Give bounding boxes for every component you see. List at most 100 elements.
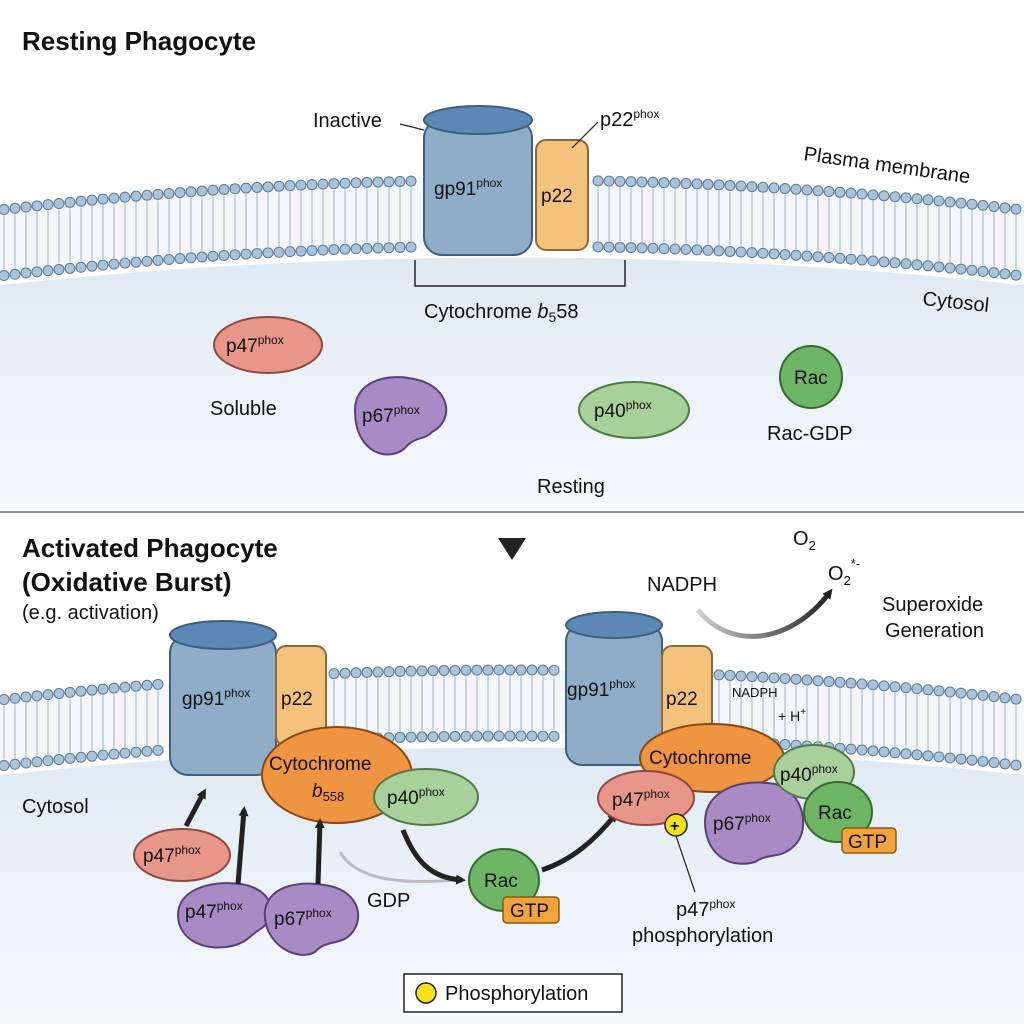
lipid-head bbox=[493, 730, 505, 742]
lipid-head bbox=[889, 681, 901, 693]
lipid-head bbox=[702, 178, 714, 190]
left-p67phox: p67phox bbox=[263, 882, 360, 956]
lipid-head bbox=[944, 262, 956, 274]
lipid-head bbox=[1010, 269, 1022, 281]
lipid-head bbox=[702, 244, 714, 256]
lipid-head bbox=[625, 176, 637, 188]
lipid-head bbox=[207, 250, 219, 262]
svg-text:p67phox: p67phox bbox=[274, 906, 332, 930]
lipid-head bbox=[0, 760, 10, 772]
p22phox-label: p22phox bbox=[600, 107, 659, 131]
lipid-head bbox=[999, 758, 1011, 770]
lipid-head bbox=[790, 673, 802, 685]
lipid-head bbox=[658, 177, 670, 189]
lipid-head bbox=[614, 241, 626, 253]
lipid-head bbox=[966, 198, 978, 210]
lipid-head bbox=[636, 242, 648, 254]
superoxide-line2: Generation bbox=[885, 620, 984, 642]
lipid-head bbox=[504, 730, 516, 742]
lipid-head bbox=[779, 673, 791, 685]
lipid-head bbox=[680, 177, 692, 189]
lipid-head bbox=[31, 756, 43, 768]
svg-text:p22: p22 bbox=[281, 689, 313, 710]
lipid-head bbox=[691, 244, 703, 256]
lipid-head bbox=[20, 757, 32, 769]
lipid-head bbox=[361, 242, 373, 254]
right-rac-gtp: Rac GTP bbox=[803, 781, 897, 854]
lipid-head bbox=[867, 745, 879, 757]
lipid-head bbox=[119, 191, 131, 203]
lipid-head bbox=[515, 730, 527, 742]
lipid-head bbox=[900, 258, 912, 270]
lipid-head bbox=[856, 744, 868, 756]
lipid-head bbox=[735, 180, 747, 192]
activated-panel: Activated Phagocyte (Oxidative Burst) (e… bbox=[0, 528, 1024, 1024]
svg-text:gp91phox: gp91phox bbox=[182, 686, 250, 710]
lipid-head bbox=[240, 182, 252, 194]
lipid-head bbox=[273, 180, 285, 192]
arrow-rac-to-assembled bbox=[541, 811, 618, 873]
o2-label: O2 bbox=[793, 528, 816, 553]
lipid-head bbox=[977, 689, 989, 701]
lipid-head bbox=[603, 241, 615, 253]
lipid-head bbox=[339, 243, 351, 255]
lipid-head bbox=[273, 246, 285, 258]
lipid-head bbox=[31, 690, 43, 702]
lipid-head bbox=[108, 682, 120, 694]
lipid-head bbox=[152, 254, 164, 266]
lipid-head bbox=[966, 688, 978, 700]
lipid-head bbox=[988, 267, 1000, 279]
lipid-head bbox=[933, 195, 945, 207]
lipid-head bbox=[64, 196, 76, 208]
lipid-head bbox=[801, 674, 813, 686]
lipid-head bbox=[405, 665, 417, 677]
lipid-head bbox=[86, 194, 98, 206]
svg-text:p47phox: p47phox bbox=[143, 843, 201, 867]
lipid-head bbox=[438, 665, 450, 677]
lipid-head bbox=[526, 730, 538, 742]
lipid-head bbox=[878, 256, 890, 268]
cytochrome-b558-label: Cytochrome b558 bbox=[424, 301, 579, 325]
activated-title-line1: Activated Phagocyte bbox=[22, 533, 278, 563]
lipid-head bbox=[537, 664, 549, 676]
lipid-head bbox=[526, 664, 538, 676]
lipid-head bbox=[405, 241, 417, 253]
lipid-head bbox=[889, 257, 901, 269]
lipid-head bbox=[482, 664, 494, 676]
gdp-release-arrow bbox=[338, 851, 456, 883]
lipid-head bbox=[867, 255, 879, 267]
lipid-head bbox=[999, 202, 1011, 214]
left-gp91phox: gp91phox bbox=[169, 620, 277, 776]
lipid-head bbox=[31, 200, 43, 212]
lipid-head bbox=[53, 753, 65, 765]
left-p47phox-pink: p47phox bbox=[133, 828, 231, 882]
lipid-head bbox=[141, 745, 153, 757]
right-cytochrome: Cytochrome bbox=[639, 723, 785, 793]
lipid-head bbox=[691, 178, 703, 190]
lipid-head bbox=[801, 184, 813, 196]
top-p47phox: p47phox bbox=[213, 316, 323, 374]
lipid-head bbox=[724, 245, 736, 257]
lipid-head bbox=[262, 181, 274, 193]
lipid-head bbox=[53, 197, 65, 209]
gdp-label: GDP bbox=[367, 890, 410, 912]
phosphorylation-marker: + bbox=[664, 813, 688, 837]
lipid-head bbox=[372, 242, 384, 254]
lipid-head bbox=[20, 201, 32, 213]
inactive-label: Inactive bbox=[313, 110, 382, 132]
lipid-head bbox=[339, 667, 351, 679]
top-rac: Rac bbox=[779, 345, 843, 409]
lipid-head bbox=[999, 268, 1011, 280]
lipid-head bbox=[97, 193, 109, 205]
bottom-plasma-membrane bbox=[0, 664, 1022, 772]
svg-text:p40phox: p40phox bbox=[780, 762, 838, 786]
lipid-head bbox=[141, 189, 153, 201]
lipid-head bbox=[493, 664, 505, 676]
lipid-head bbox=[317, 178, 329, 190]
svg-text:p47phox: p47phox bbox=[226, 333, 284, 357]
lipid-head bbox=[746, 247, 758, 259]
soluble-label: Soluble bbox=[210, 398, 277, 420]
lipid-head bbox=[735, 246, 747, 258]
svg-text:p67phox: p67phox bbox=[362, 403, 420, 427]
svg-text:Rac: Rac bbox=[484, 871, 518, 892]
